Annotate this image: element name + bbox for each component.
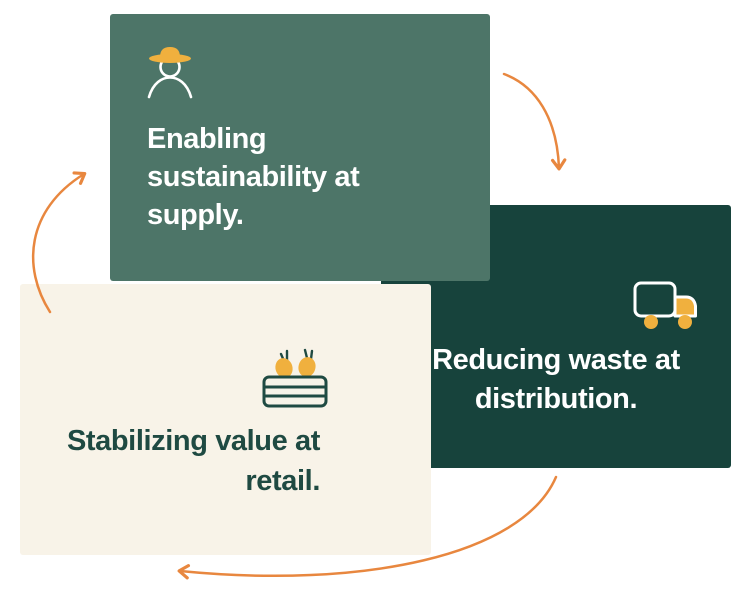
card-supply-label: Enabling sustainability at supply.: [147, 123, 360, 231]
card-distribution-label: Reducing waste at distribution.: [432, 344, 680, 415]
card-distribution: Reducing waste at distribution.: [381, 205, 731, 468]
farmer-icon: [147, 47, 193, 99]
card-retail: Stabilizing value at retail.: [20, 284, 431, 555]
card-supply: Enabling sustainability at supply.: [110, 14, 490, 281]
cycle-arrow-top-right: [502, 72, 567, 171]
produce-crate-icon: [262, 348, 328, 408]
delivery-truck-icon: [633, 281, 697, 329]
card-retail-label: Stabilizing value at retail.: [66, 425, 320, 497]
